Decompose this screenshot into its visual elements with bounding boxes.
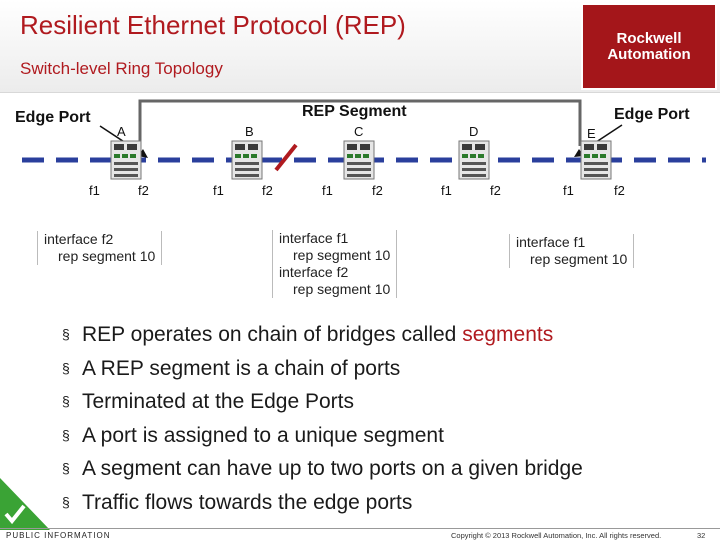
segment-label: REP Segment: [302, 103, 407, 120]
switch-d-label: D: [469, 124, 479, 139]
rockwell-logo: Rockwell Automation: [583, 5, 715, 88]
bullet-item: §Terminated at the Edge Ports: [62, 385, 583, 419]
edge-port-left-label: Edge Port: [15, 109, 91, 126]
classification-label: PUBLIC INFORMATION: [6, 531, 111, 540]
switch-e-port-f2: f2: [614, 183, 625, 198]
bullet-item: §Traffic flows towards the edge ports: [62, 486, 583, 520]
switch-e-label: E: [587, 126, 596, 141]
switch-b-label: B: [245, 124, 254, 139]
switch-d-port-f2: f2: [490, 183, 501, 198]
edge-port-right-label: Edge Port: [614, 106, 690, 123]
segment-bracket: [138, 99, 582, 146]
bullet-item: §A segment can have up to two ports on a…: [62, 452, 583, 486]
switch-c-port-f1: f1: [322, 183, 333, 198]
logo-line-2: Automation: [607, 45, 691, 63]
slide-title: Resilient Ethernet Protocol (REP): [20, 10, 406, 40]
switch-d-port-f1: f1: [441, 183, 452, 198]
bullet-glyph: §: [62, 359, 70, 376]
switch-b-icon: [231, 140, 263, 180]
switch-e-icon: [580, 140, 612, 180]
switch-a-port-f1: f1: [89, 183, 100, 198]
bullet-glyph: §: [62, 393, 70, 409]
slide-subtitle: Switch-level Ring Topology: [20, 59, 223, 78]
switch-a-icon: [110, 140, 142, 180]
config-box-e: interface f1 rep segment 10: [509, 234, 635, 268]
switch-b-port-f1: f1: [213, 183, 224, 198]
config-line: rep segment 10: [530, 251, 628, 267]
bullet-glyph: §: [62, 460, 70, 476]
config-line: rep segment 10: [58, 248, 156, 264]
bullet-item: §A port is assigned to a unique segment: [62, 419, 583, 453]
config-line: interface f2: [279, 264, 349, 280]
switch-c-port-f2: f2: [372, 183, 383, 198]
bullet-item: §A REP segment is a chain of ports: [62, 352, 583, 386]
switch-a-port-f2: f2: [138, 183, 149, 198]
switch-c-label: C: [354, 124, 364, 139]
switch-e-port-f1: f1: [563, 183, 574, 198]
config-line: interface f1: [279, 230, 349, 246]
checkmark-corner-icon: [0, 478, 50, 530]
config-line: rep segment 10: [293, 281, 391, 297]
highlight-term: segments: [462, 323, 554, 346]
blocked-port-mark: [274, 143, 298, 172]
config-box-c: interface f1 rep segment 10 interface f2…: [272, 230, 398, 298]
config-line: interface f1: [516, 234, 586, 250]
bullet-list: §REP operates on chain of bridges called…: [62, 318, 583, 519]
bullet-item: §REP operates on chain of bridges called…: [62, 318, 583, 352]
slide-header: Resilient Ethernet Protocol (REP) Switch…: [0, 0, 720, 93]
config-line: interface f2: [44, 231, 114, 247]
config-box-a: interface f2 rep segment 10: [37, 231, 163, 265]
switch-d-icon: [458, 140, 490, 180]
logo-line-1: Rockwell: [616, 29, 682, 47]
switch-a-label: A: [117, 124, 126, 139]
switch-b-port-f2: f2: [262, 183, 273, 198]
bullet-glyph: §: [62, 493, 70, 510]
bullet-glyph: §: [62, 426, 70, 443]
switch-c-icon: [343, 140, 375, 180]
page-number: 32: [697, 531, 706, 540]
config-line: rep segment 10: [293, 247, 391, 263]
bullet-glyph: §: [62, 326, 70, 342]
copyright-text: Copyright © 2013 Rockwell Automation, In…: [451, 531, 662, 540]
footer-divider: [0, 528, 720, 529]
